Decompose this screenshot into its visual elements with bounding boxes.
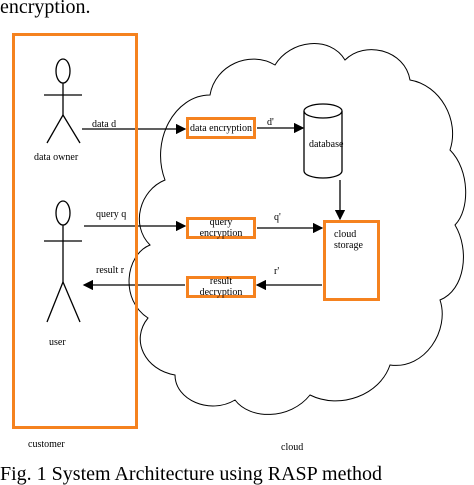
cloud-shape — [128, 43, 467, 415]
cloud-storage-box: cloud storage — [323, 220, 380, 301]
user-label: user — [49, 337, 66, 348]
data-d-label: data d — [92, 119, 117, 130]
query-encryption-label: query encryption — [199, 217, 243, 239]
data-encryption-box: data encryption — [186, 117, 256, 139]
query-q-label: query q — [96, 209, 127, 220]
d-prime-label: d' — [267, 117, 274, 128]
user-figure-icon — [44, 200, 82, 323]
data-encryption-label: data encryption — [190, 122, 252, 134]
database-label: database — [309, 139, 344, 150]
cloud-region-label: cloud — [281, 442, 304, 453]
result-decryption-label: result decryption — [199, 276, 243, 298]
customer-region-label: customer — [28, 439, 65, 450]
figure-caption: Fig. 1 System Architecture using RASP me… — [0, 463, 383, 485]
data-owner-label: data owner — [34, 152, 79, 163]
cloud-storage-label: cloud storage — [334, 229, 363, 251]
data-owner-figure-icon — [44, 58, 82, 144]
customer-region-box — [12, 33, 138, 429]
header-text-fragment: encryption. — [0, 0, 91, 18]
q-prime-label: q' — [274, 212, 281, 223]
r-prime-label: r' — [274, 266, 280, 277]
result-r-label: result r — [96, 265, 125, 276]
database-cylinder-icon — [303, 103, 343, 179]
result-decryption-box: result decryption — [186, 276, 256, 298]
query-encryption-box: query encryption — [186, 217, 256, 239]
